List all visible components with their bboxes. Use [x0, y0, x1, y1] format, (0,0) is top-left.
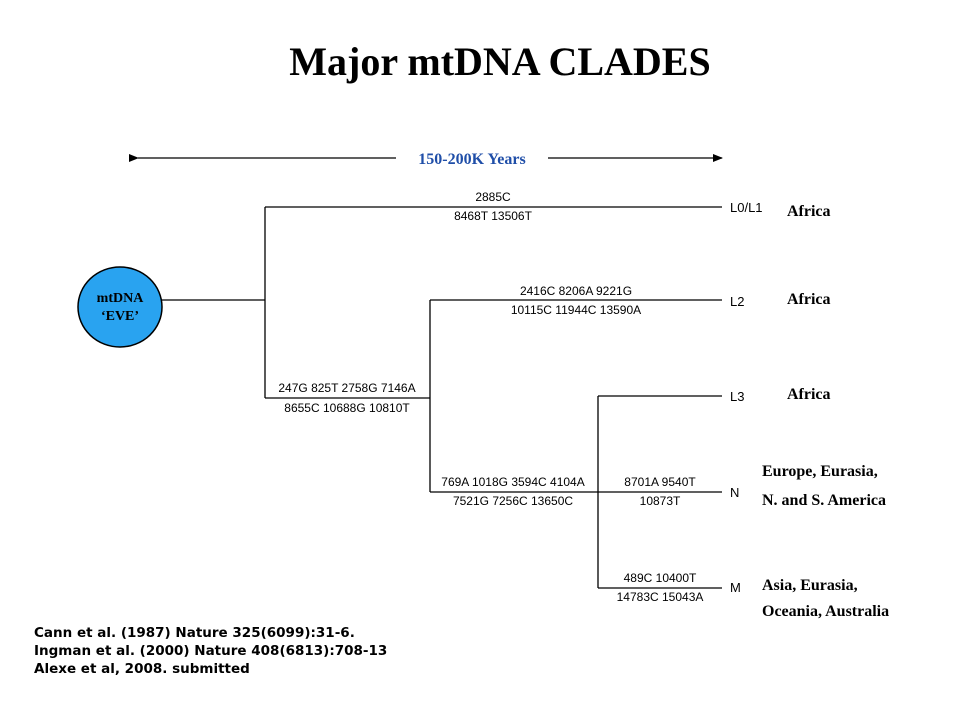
reference-item: Alexe et al, 2008. submitted [34, 661, 250, 677]
page-title: Major mtDNA CLADES [289, 39, 711, 84]
region-m-line2: Oceania, Australia [762, 603, 889, 620]
mutations-n-line1: 8701A 9540T [624, 475, 696, 489]
region-n-line1: Europe, Eurasia, [762, 463, 878, 480]
region-l3: Africa [787, 386, 831, 403]
root-node-eve [77, 266, 163, 348]
clade-label-l3: L3 [730, 389, 744, 404]
clade-label-l0l1: L0/L1 [730, 200, 763, 215]
reference-item: Cann et al. (1987) Nature 325(6099):31-6… [34, 625, 355, 641]
mutations-l0l1-line2: 8468T 13506T [454, 209, 533, 223]
references: Cann et al. (1987) Nature 325(6099):31-6… [34, 624, 387, 678]
region-m-line1: Asia, Eurasia, [762, 577, 858, 594]
mutations-l0l1-line1: 2885C [475, 190, 511, 204]
mutations-m-line1: 489C 10400T [624, 571, 697, 585]
clade-label-l2: L2 [730, 294, 744, 309]
region-l2: Africa [787, 291, 831, 308]
mutations-root-to-rest-line2: 8655C 10688G 10810T [284, 401, 410, 415]
timespan-label: 150-200K Years [418, 151, 525, 168]
root-node-label-line1: mtDNA [97, 291, 145, 306]
mutations-l2-line2: 10115C 11944C 13590A [511, 303, 641, 317]
mutations-n-line2: 10873T [640, 494, 681, 508]
tree-branches [160, 206, 722, 589]
region-n-line2: N. and S. America [762, 492, 886, 509]
mutations-l2-line1: 2416C 8206A 9221G [520, 284, 632, 298]
reference-item: Ingman et al. (2000) Nature 408(6813):70… [34, 643, 388, 659]
clade-label-m: M [730, 580, 741, 595]
mutations-root-to-rest-line1: 247G 825T 2758G 7146A [278, 381, 415, 395]
region-l0l1: Africa [787, 203, 831, 220]
mutations-m-line2: 14783C 15043A [617, 590, 704, 604]
mutations-l3nm-stem-line1: 769A 1018G 3594C 4104A [441, 475, 584, 489]
mutations-l3nm-stem-line2: 7521G 7256C 13650C [453, 494, 573, 508]
timespan-label-backdrop [396, 146, 548, 170]
root-node-label-line2: ‘EVE’ [101, 309, 139, 324]
clade-label-n: N [730, 485, 739, 500]
